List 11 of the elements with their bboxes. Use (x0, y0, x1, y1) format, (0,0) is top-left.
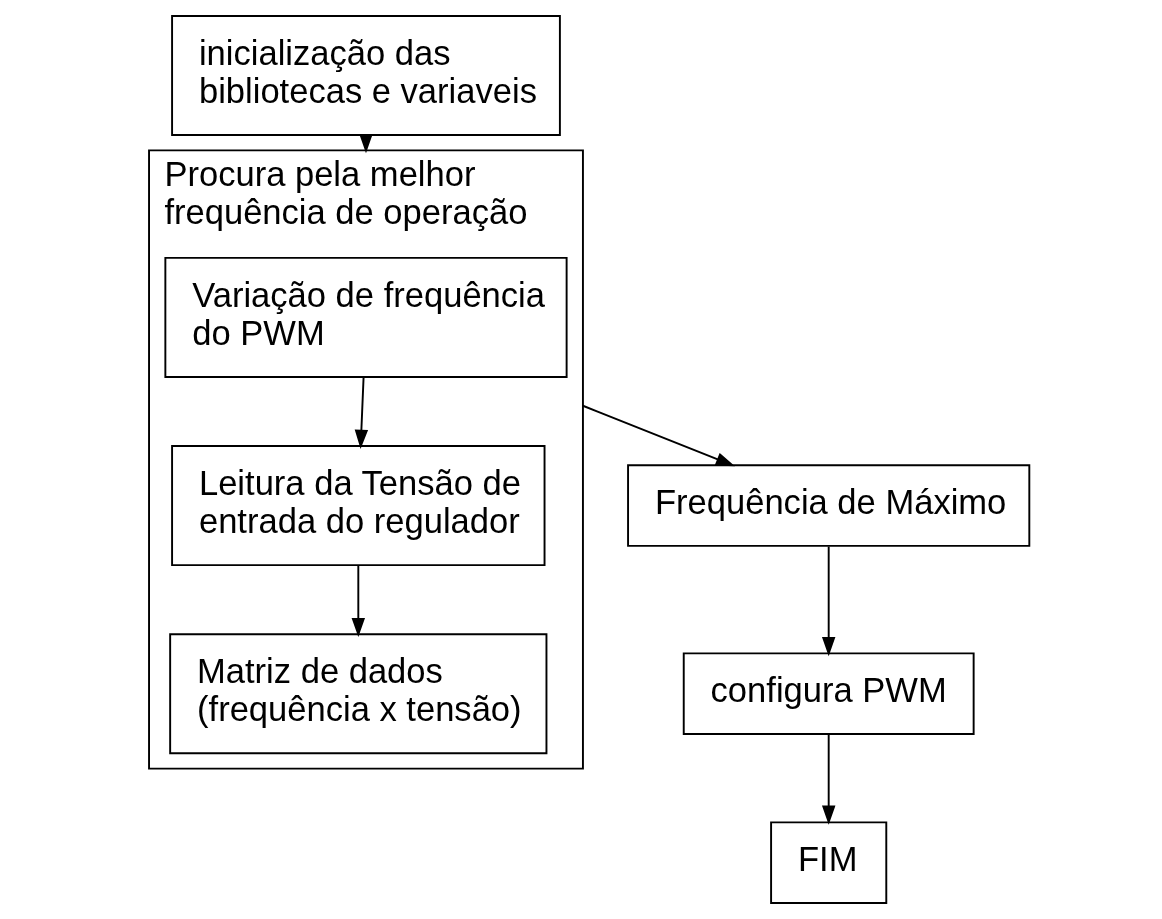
node-box: FIM (769, 821, 887, 904)
arrow (821, 733, 835, 825)
arrow (581, 404, 735, 467)
arrow (821, 545, 835, 657)
node-box: Frequência de Máximo (626, 464, 1030, 547)
node-box: Matriz de dados (frequência x tensão) (168, 633, 547, 755)
arrow (351, 564, 365, 638)
node-box: configura PWM (682, 652, 975, 735)
node-box: Variação de frequência do PWM (163, 256, 568, 378)
node-box: Leitura da Tensão de entrada do regulador (170, 445, 545, 567)
arrow (354, 376, 368, 449)
